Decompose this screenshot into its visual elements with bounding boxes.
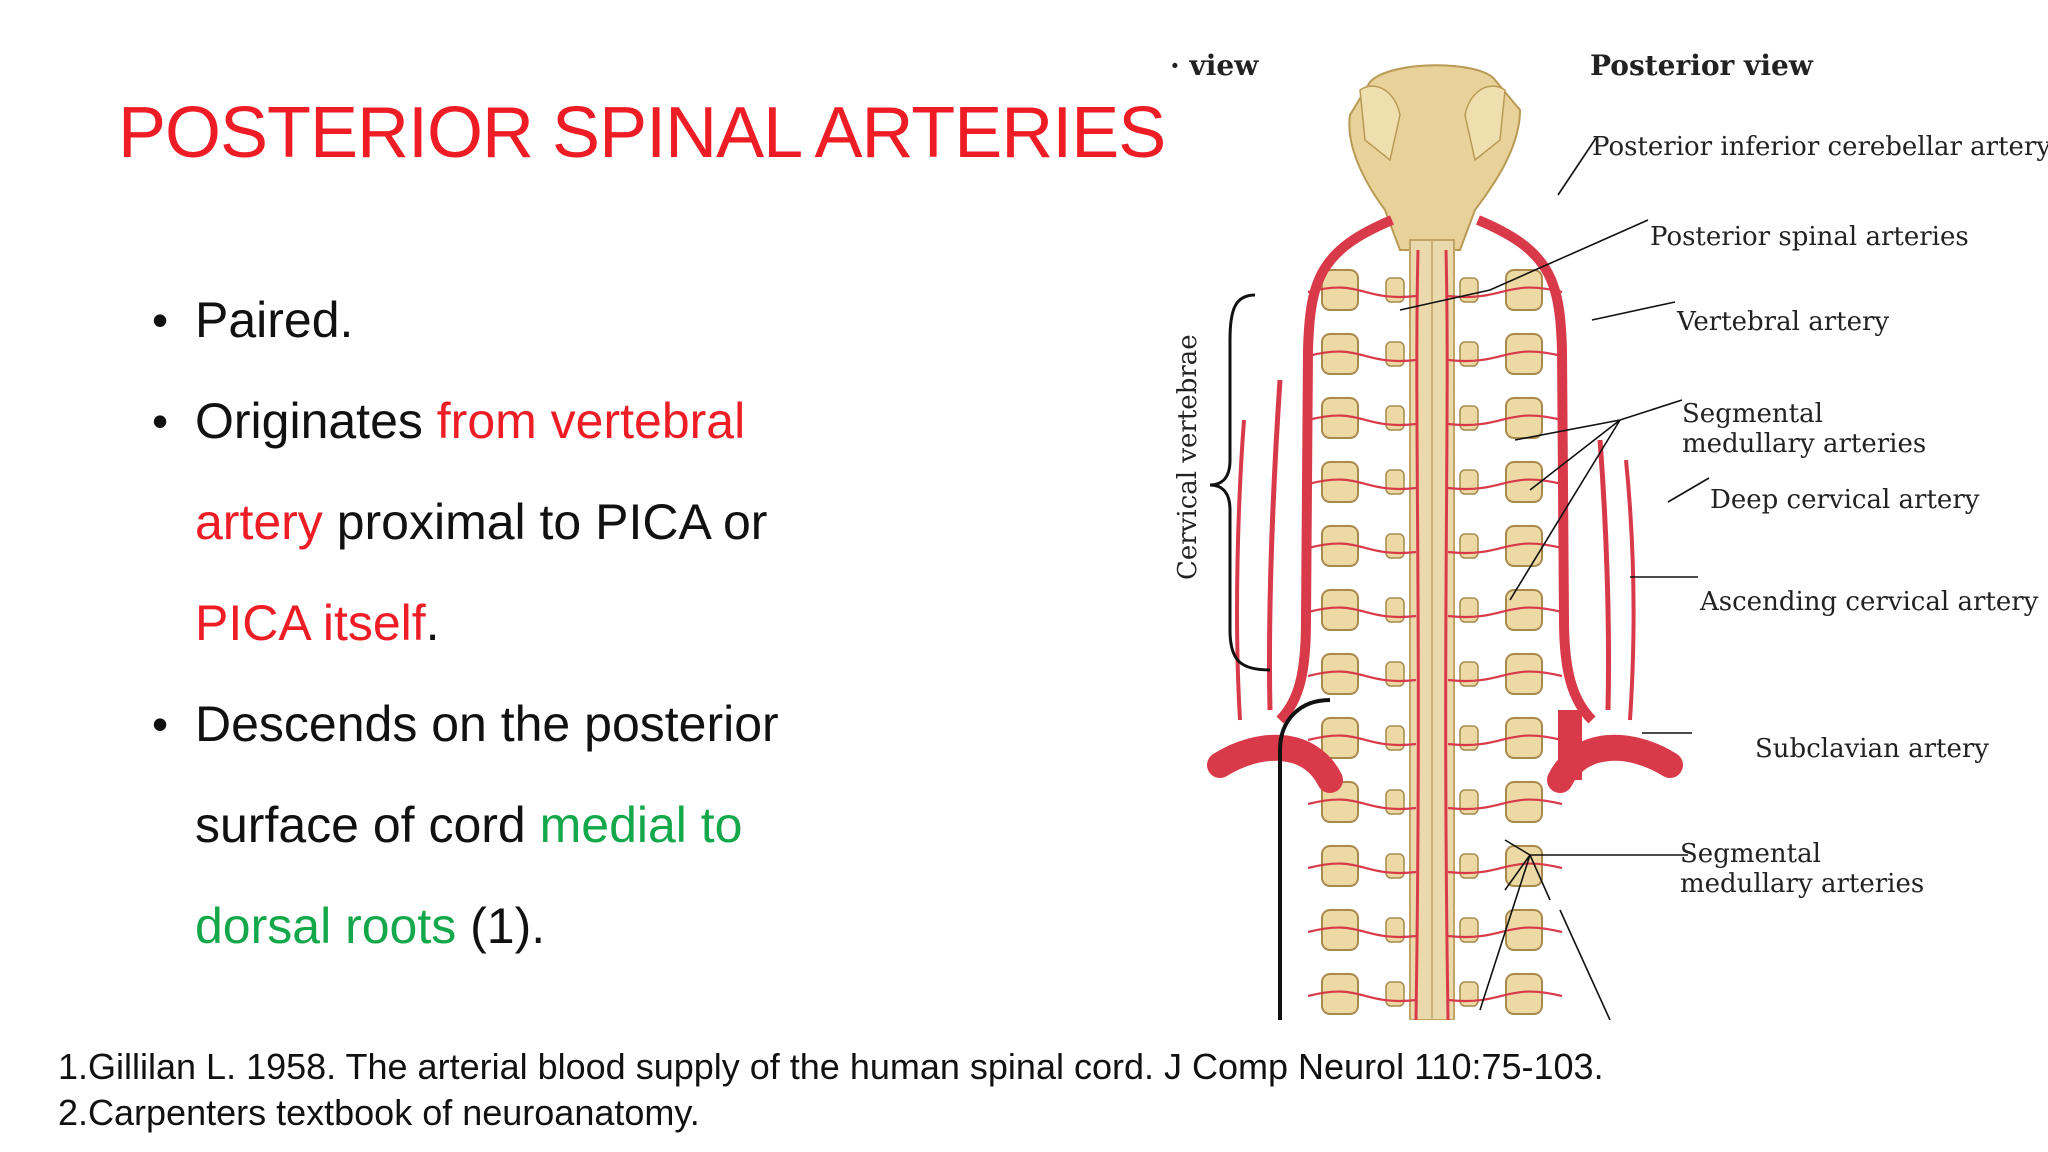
references: 1.Gillilan L. 1958. The arterial blood s… <box>58 1044 1604 1136</box>
segmental-branch <box>1307 414 1417 427</box>
spinal-cord-illustration: · view Posterior view Posterior inferior… <box>1170 49 2048 1021</box>
segmental-branch <box>1447 990 1563 1003</box>
segmental-branch <box>1447 798 1563 811</box>
bullet-text: . <box>425 595 440 651</box>
thoracic-marker-line <box>1278 698 1331 1020</box>
segmental-branch <box>1307 734 1417 747</box>
spinous-process-shape <box>1459 469 1479 495</box>
reference-item: 2.Carpenters textbook of neuroanatomy. <box>58 1092 700 1133</box>
segmental-branch <box>1447 670 1563 683</box>
cerebellar-peduncle-shape <box>1464 85 1506 162</box>
label-segmental-2: Segmental <box>1680 839 1821 869</box>
label-ascending-cervical: Ascending cervical artery <box>1699 587 2039 617</box>
reference-item: 1.Gillilan L. 1958. The arterial blood s… <box>58 1046 1604 1087</box>
label-segmental-2b: medullary arteries <box>1680 869 1924 899</box>
view-right-label: Posterior view <box>1590 49 1814 82</box>
bullet-text: Paired. <box>195 292 354 348</box>
spinous-process-shape <box>1385 277 1405 303</box>
spinous-process-shape <box>1385 341 1405 367</box>
segmental-branch <box>1307 350 1417 363</box>
subclavian-branch <box>1558 710 1582 780</box>
segmental-branch <box>1447 606 1563 619</box>
segmental-branch <box>1307 926 1417 939</box>
spinous-process-shape <box>1459 981 1479 1007</box>
spinous-process-shape <box>1459 789 1479 815</box>
view-left-label: · view <box>1170 49 1259 82</box>
label-subclavian: Subclavian artery <box>1755 734 1989 764</box>
segmental-branch <box>1307 606 1417 619</box>
vertebral-artery-left <box>1276 215 1394 724</box>
spinous-process-shape <box>1385 597 1405 623</box>
spinous-process-shape <box>1385 725 1405 751</box>
highlight-text: medial to dorsal roots <box>195 797 743 954</box>
spinous-process-shape <box>1459 661 1479 687</box>
spinous-process-shape <box>1385 469 1405 495</box>
vertebral-artery-right <box>1476 215 1596 724</box>
cerebellar-peduncle-shape <box>1359 85 1401 162</box>
leader-lines <box>1399 137 1710 1021</box>
label-segmental-1b: medullary arteries <box>1682 429 1926 459</box>
bullet-item: Descends on the posterior surface of cor… <box>150 674 870 977</box>
spinous-process-shape <box>1385 853 1405 879</box>
cervical-brace <box>1209 293 1271 672</box>
deep-cervical-artery-left <box>1266 379 1283 711</box>
posterior-spinal-artery-left <box>1414 249 1420 1021</box>
segmental-branch <box>1447 542 1563 555</box>
segmental-branch <box>1307 862 1417 875</box>
spinous-process-shape <box>1459 853 1479 879</box>
label-vertebral: Vertebral artery <box>1676 307 1889 337</box>
segmental-branch <box>1447 478 1563 491</box>
bullet-text: Originates <box>195 393 437 449</box>
label-pica: Posterior inferior cerebellar artery <box>1592 132 2048 162</box>
deep-cervical-artery-right <box>1597 439 1612 711</box>
label-deep-cervical: Deep cervical artery <box>1710 485 1980 515</box>
slide-title: POSTERIOR SPINAL ARTERIES <box>118 93 1166 173</box>
spinous-process-shape <box>1385 917 1405 943</box>
segmental-branch <box>1307 478 1417 491</box>
segmental-branch <box>1447 414 1563 427</box>
ascending-cervical-artery-right <box>1624 459 1636 721</box>
posterior-spinal-artery-right <box>1444 249 1450 1021</box>
segmental-branch <box>1447 734 1563 747</box>
spinous-process-shape <box>1459 597 1479 623</box>
spinous-process-shape <box>1385 533 1405 559</box>
subclavian-artery-left <box>1207 734 1343 793</box>
ascending-cervical-artery-left <box>1235 419 1246 721</box>
label-cervical-vertebrae: Cervical vertebrae <box>1173 334 1203 580</box>
label-posterior-spinal: Posterior spinal arteries <box>1650 222 1969 252</box>
spinous-process-shape <box>1459 405 1479 431</box>
segmental-branch <box>1307 286 1417 299</box>
segmental-branch <box>1447 350 1563 363</box>
segmental-branch <box>1447 286 1563 299</box>
spinous-process-shape <box>1385 405 1405 431</box>
spinous-process-shape <box>1459 533 1479 559</box>
branches-group <box>1307 286 1563 1003</box>
segmental-branch <box>1447 862 1563 875</box>
label-segmental-1: Segmental <box>1682 399 1823 429</box>
bullet-text: (1). <box>456 898 546 954</box>
bullet-item: Originates from vertebral artery proxima… <box>150 371 870 674</box>
spinous-process-shape <box>1459 277 1479 303</box>
bullet-text: Descends on the posterior surface of cor… <box>195 696 779 853</box>
spinous-process-shape <box>1459 725 1479 751</box>
bullet-list: Paired. Originates from vertebral artery… <box>150 270 870 977</box>
segmental-branch <box>1307 990 1417 1003</box>
highlight-text: PICA itself <box>195 595 426 651</box>
segmental-branch <box>1307 542 1417 555</box>
bullet-text: proximal to PICA or <box>322 494 768 550</box>
spinous-process-shape <box>1385 789 1405 815</box>
bullet-item: Paired. <box>150 270 870 371</box>
spinous-process-shape <box>1385 981 1405 1007</box>
spinous-process-shape <box>1385 661 1405 687</box>
segmental-branch <box>1307 798 1417 811</box>
spinous-process-shape <box>1459 341 1479 367</box>
anatomy-figure: · view Posterior view Posterior inferior… <box>1160 20 2048 1021</box>
highlight-text: from vertebral artery <box>195 393 746 550</box>
segmental-branch <box>1307 670 1417 683</box>
spinous-process-shape <box>1459 917 1479 943</box>
